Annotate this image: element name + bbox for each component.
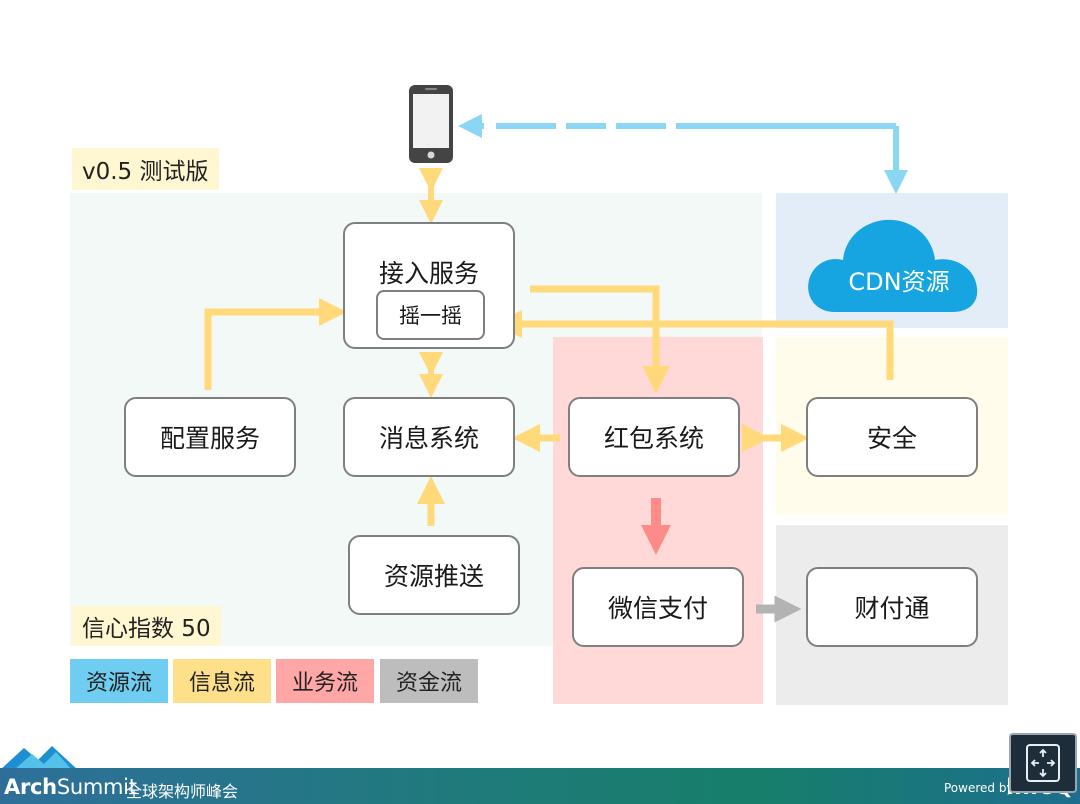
redpacket-system-box[interactable]: 红包系统 xyxy=(568,397,740,477)
footer-powered-by: Powered by xyxy=(944,781,1014,795)
security-access-arrow xyxy=(494,310,894,380)
legend-info-flow: 信息流 xyxy=(173,659,271,703)
redpacket-system-label: 红包系统 xyxy=(603,424,704,453)
config-service-label: 配置服务 xyxy=(159,424,260,453)
footer-bar xyxy=(0,768,1080,804)
config-service-box[interactable]: 配置服务 xyxy=(124,397,296,477)
message-system-label: 消息系统 xyxy=(378,424,479,453)
security-box[interactable]: 安全 xyxy=(806,397,978,477)
tenpay-label: 财付通 xyxy=(854,594,930,623)
archsummit-mountain-logo xyxy=(0,746,78,770)
message-system-box[interactable]: 消息系统 xyxy=(343,397,515,477)
cdn-label: CDN资源 xyxy=(848,268,950,296)
confidence-tag: 信心指数 50 xyxy=(72,606,221,646)
wechat-pay-box[interactable]: 微信支付 xyxy=(572,567,744,647)
tenpay-box[interactable]: 财付通 xyxy=(806,567,978,647)
resource-push-label: 资源推送 xyxy=(383,562,484,591)
legend-business-flow: 业务流 xyxy=(276,659,374,703)
expand-icon xyxy=(1026,744,1060,782)
access-service-label: 接入服务 xyxy=(378,259,479,288)
footer-brand-thin: Summit xyxy=(56,775,137,799)
wechat-pay-label: 微信支付 xyxy=(607,594,708,623)
footer-brand: ArchSummit xyxy=(4,775,137,799)
phone-icon xyxy=(409,85,453,163)
resource-push-box[interactable]: 资源推送 xyxy=(348,535,520,615)
legend-resource-flow: 资源流 xyxy=(70,659,168,703)
footer-brand-bold: Arch xyxy=(4,775,57,799)
access-redpacket-arrow xyxy=(530,285,670,394)
shake-label: 摇一摇 xyxy=(399,304,462,328)
cdn-cloud-icon xyxy=(808,219,978,312)
access-service-box[interactable]: 接入服务 xyxy=(343,222,515,349)
security-label: 安全 xyxy=(866,424,917,453)
footer-subtitle: 全球架构师峰会 xyxy=(126,782,239,801)
resource-flow-arrow xyxy=(458,114,908,194)
version-tag: v0.5 测试版 xyxy=(72,148,219,190)
shake-box[interactable]: 摇一摇 xyxy=(376,290,485,340)
config-access-arrow xyxy=(204,298,347,390)
legend-fund-flow: 资金流 xyxy=(380,659,478,703)
expand-button[interactable] xyxy=(1009,733,1077,793)
